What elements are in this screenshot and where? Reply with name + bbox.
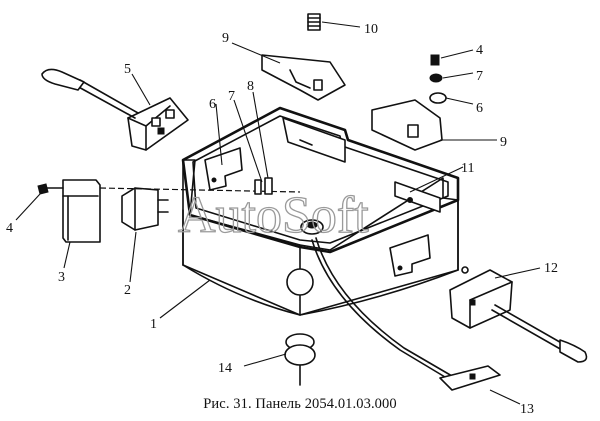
callout-13: 13 [520,402,534,417]
leader-lines [15,21,541,405]
part-7-washer-right [429,73,443,83]
part-9-bracket-top [261,54,346,101]
part-3-cover [62,179,101,243]
part-5-switch-with-lever [41,68,189,151]
callout-8: 8 [247,79,254,94]
callouts: 1 2 3 4 4 5 6 6 7 7 8 9 9 10 11 12 13 14 [6,22,558,417]
part-13-wire-connector [311,237,501,391]
part-10-screw [307,13,321,31]
watermark: AutoSoft [178,187,369,244]
callout-3: 3 [58,270,65,285]
callout-12: 12 [544,261,558,276]
part-1-panel-housing [181,106,469,316]
callout-7-right: 7 [476,69,483,84]
callout-7-left: 7 [228,89,235,104]
callout-4-right: 4 [476,43,483,58]
part-2-connector [121,187,169,231]
part-14-indicator-lamp [284,333,316,386]
part-9-bracket-right [371,99,443,151]
callout-1: 1 [150,317,157,332]
callout-6-left: 6 [209,97,216,112]
callout-4-left: 4 [6,221,13,236]
callout-14: 14 [218,361,232,376]
callout-9-top: 9 [222,31,229,46]
part-6-nut-right [429,92,447,104]
callout-5: 5 [124,62,131,77]
callout-9-right: 9 [500,135,507,150]
callout-11: 11 [461,161,474,176]
part-4-screw [37,183,64,195]
part-8-fastener [254,177,273,195]
callout-6-right: 6 [476,101,483,116]
part-12-switch-with-lever [449,269,588,363]
part-4-screw-right [430,54,440,66]
figure-caption: Рис. 31. Панель 2054.01.03.000 [203,396,397,412]
callout-2: 2 [124,283,131,298]
callout-10: 10 [364,22,378,37]
